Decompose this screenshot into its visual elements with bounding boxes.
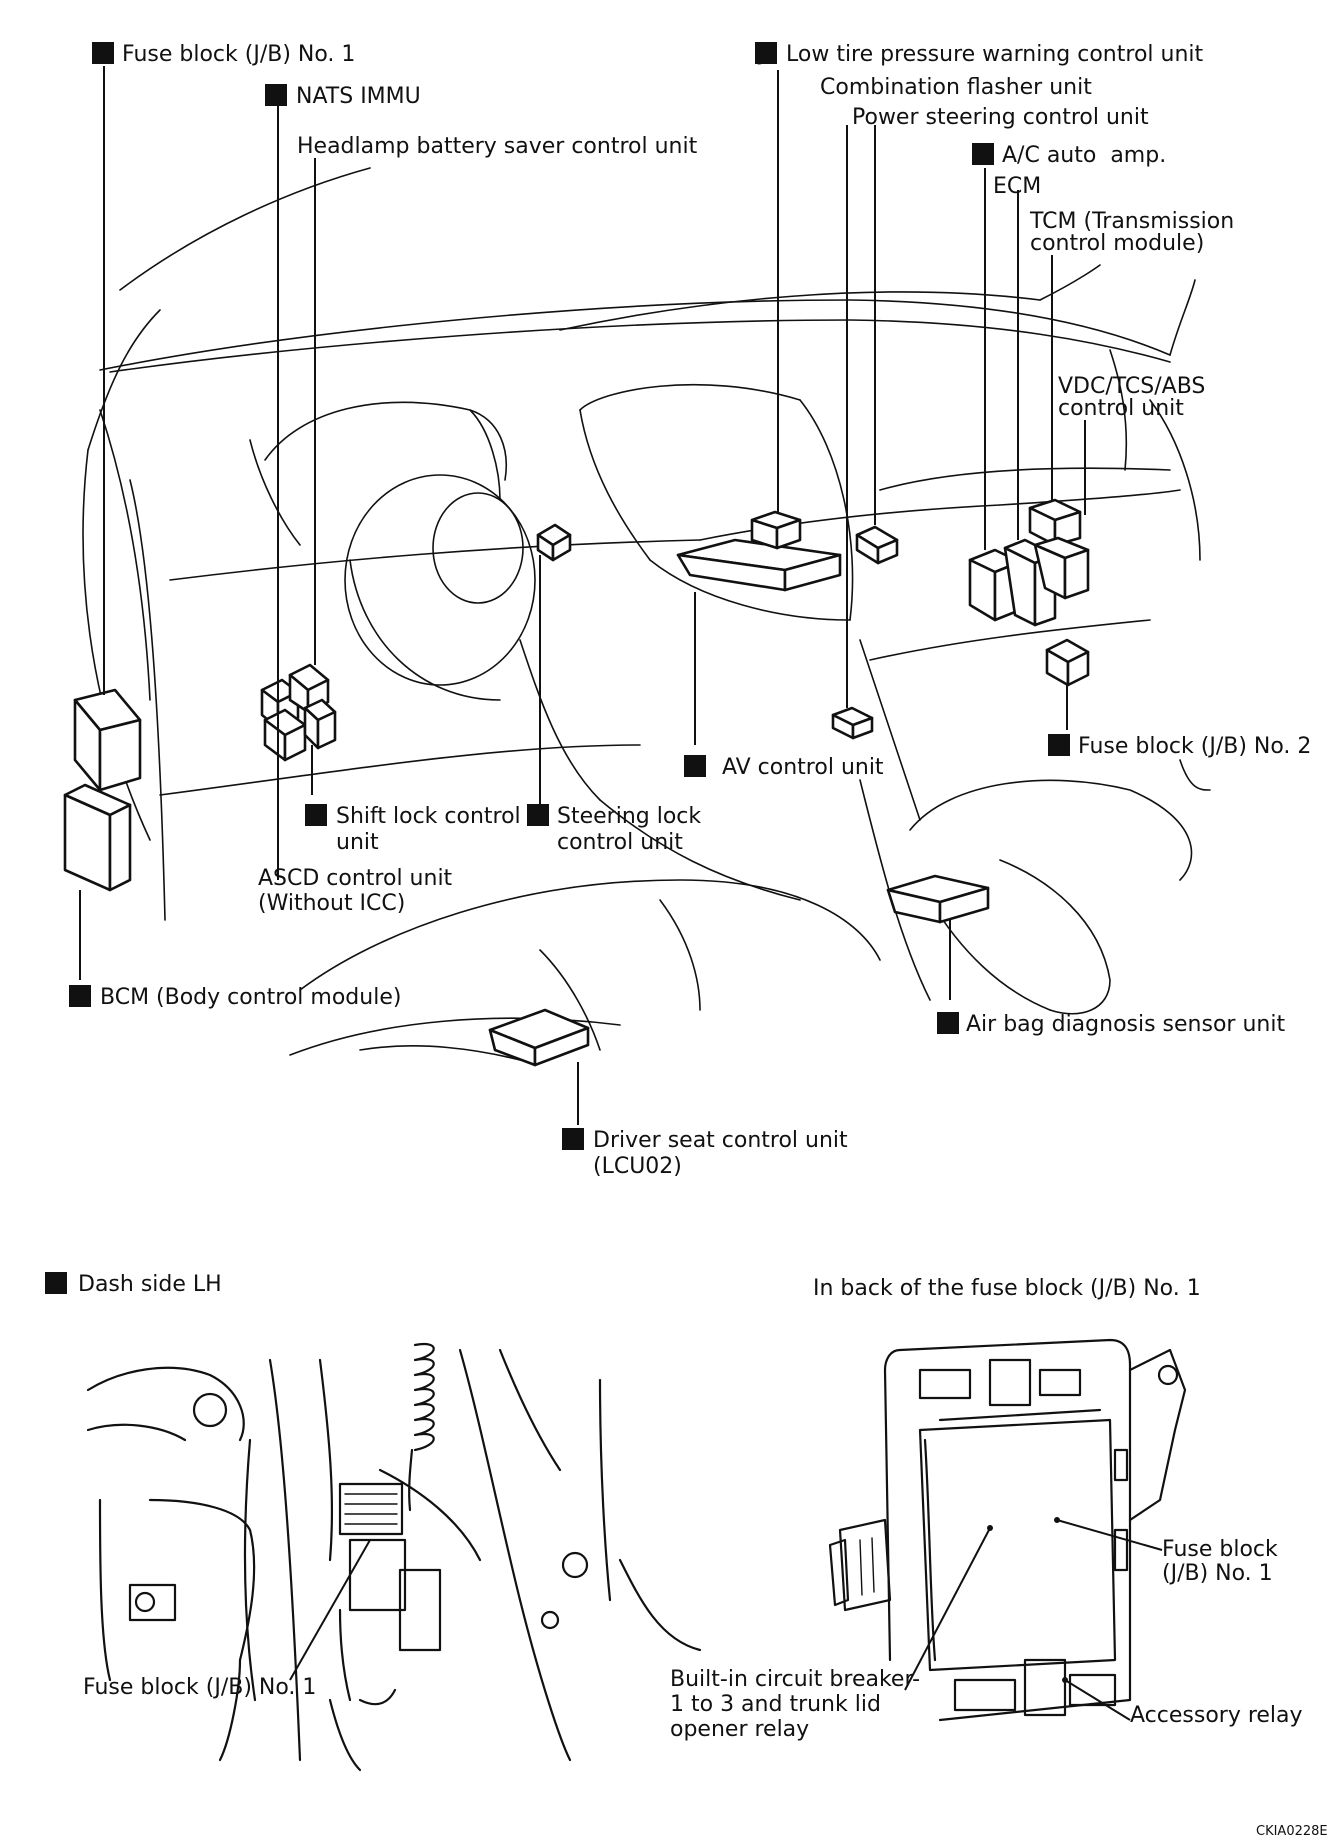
label-ascd: ASCD control unit [258,866,453,891]
label-combination-flasher: Combination flasher unit [820,75,1092,100]
svg-text:G: G [531,803,549,828]
leader-lines [79,66,1086,1125]
svg-text:Air bag diagnosis sensor unit: Air bag diagnosis sensor unit [966,1012,1285,1037]
low-tire-pressure-unit-part [750,510,802,550]
av-control-unit-part [676,538,842,592]
label-breaker: Built-in circuit breaker- [670,1667,920,1692]
svg-text:A/C auto amp.: A/C auto amp. [1002,143,1166,168]
label-vdc-line2: control unit [1058,396,1184,421]
label-power-steering: Power steering control unit [852,105,1149,130]
detail-dash-side-lh: A Dash side LH [45,1271,702,1772]
label-breaker-line2: 1 to 3 and trunk lid [670,1692,881,1717]
svg-text:H: H [688,754,706,779]
svg-text:F: F [567,1127,582,1152]
steering-lock-part [536,523,572,562]
svg-text:L: L [941,1011,955,1036]
label-fuse-block-2: B Fuse block (J/B) No. 2 [1048,733,1311,759]
detail-left-callout: Fuse block (J/B) No. 1 [83,1675,316,1700]
power-steering-unit-part [855,525,899,565]
dash-side-illustration [86,1342,702,1772]
label-ac-auto-amp: K A/C auto amp. [972,142,1166,168]
label-accessory-relay: Accessory relay [1130,1703,1303,1728]
svg-text:NATS IMMU: NATS IMMU [296,84,421,109]
detail-right-title: In back of the fuse block (J/B) No. 1 [813,1276,1201,1301]
svg-text:Steering lock: Steering lock [557,804,701,829]
label-steering-lock: G Steering lock control unit [527,803,701,855]
svg-text:C: C [73,984,89,1009]
svg-text:BCM (Body control module): BCM (Body control module) [100,985,401,1010]
label-vdc: VDC/TCS/ABS [1058,374,1205,399]
svg-text:K: K [976,142,994,167]
bcm-part [63,783,132,892]
label-ecm: ECM [993,174,1041,199]
label-tcm-line2: control module) [1030,231,1204,256]
label-headlamp-saver: Headlamp battery saver control unit [297,134,698,159]
components [63,498,1090,1067]
svg-text:(LCU02): (LCU02) [593,1154,682,1179]
detail-fuse-block-back: In back of the fuse block (J/B) No. 1 [670,1276,1303,1742]
labels: A Fuse block (J/B) No. 1 D NATS IMMU Hea… [69,41,1311,1179]
combination-flasher-part [831,706,874,740]
label-airbag-sensor: L Air bag diagnosis sensor unit [937,1011,1285,1037]
airbag-sensor-part [886,874,990,924]
label-shift-lock: E Shift lock control unit [305,803,521,855]
svg-text:Fuse block (J/B) No. 1: Fuse block (J/B) No. 1 [122,42,355,67]
svg-text:control unit: control unit [557,830,683,855]
svg-text:unit: unit [336,830,379,855]
label-fuse-block-1: A Fuse block (J/B) No. 1 [92,41,355,67]
breaker-leader [904,1527,991,1691]
label-driver-seat: F Driver seat control unit (LCU02) [562,1127,848,1179]
ecm-tcm-vdc-parts [968,498,1090,627]
relay-leader [1064,1679,1131,1721]
svg-text:A: A [96,41,113,66]
svg-text:Shift lock control: Shift lock control [336,804,521,829]
label-fuse-block-back: Fuse block [1162,1537,1278,1562]
svg-text:A: A [49,1271,66,1296]
nats-shift-lock-parts [260,663,337,762]
fuse-block-1-part [73,688,142,792]
svg-text:E: E [309,803,324,828]
svg-text:AV control unit: AV control unit [722,755,884,780]
label-ascd-line2: (Without ICC) [258,891,405,916]
label-fuse-block-back-line2: (J/B) No. 1 [1162,1561,1273,1586]
detail-left-title: Dash side LH [78,1272,222,1297]
dashboard-outline [82,167,1211,1061]
svg-text:J: J [757,41,767,66]
label-av-control-unit: H AV control unit [684,754,884,780]
svg-text:Low tire pressure warning cont: Low tire pressure warning control unit [786,42,1204,67]
label-tcm: TCM (Transmission [1029,209,1234,234]
svg-text:D: D [269,83,287,108]
label-low-tire-pressure: J Low tire pressure warning control unit [755,41,1204,67]
detail-left-leader [289,1539,371,1681]
svg-text:B: B [1052,733,1069,758]
label-nats-immu: D NATS IMMU [265,83,421,109]
label-bcm: C BCM (Body control module) [69,984,401,1010]
svg-text:Driver seat control unit: Driver seat control unit [593,1128,848,1153]
fuse-block-2-part [1045,638,1090,687]
figure-code: CKIA0228E [1256,1824,1328,1839]
fuse-block-back-illustration [828,1338,1187,1722]
label-breaker-line3: opener relay [670,1717,809,1742]
svg-text:Fuse block (J/B) No. 2: Fuse block (J/B) No. 2 [1078,734,1311,759]
fuse-block-leader [1056,1519,1163,1551]
driver-seat-unit-part [488,1008,590,1067]
